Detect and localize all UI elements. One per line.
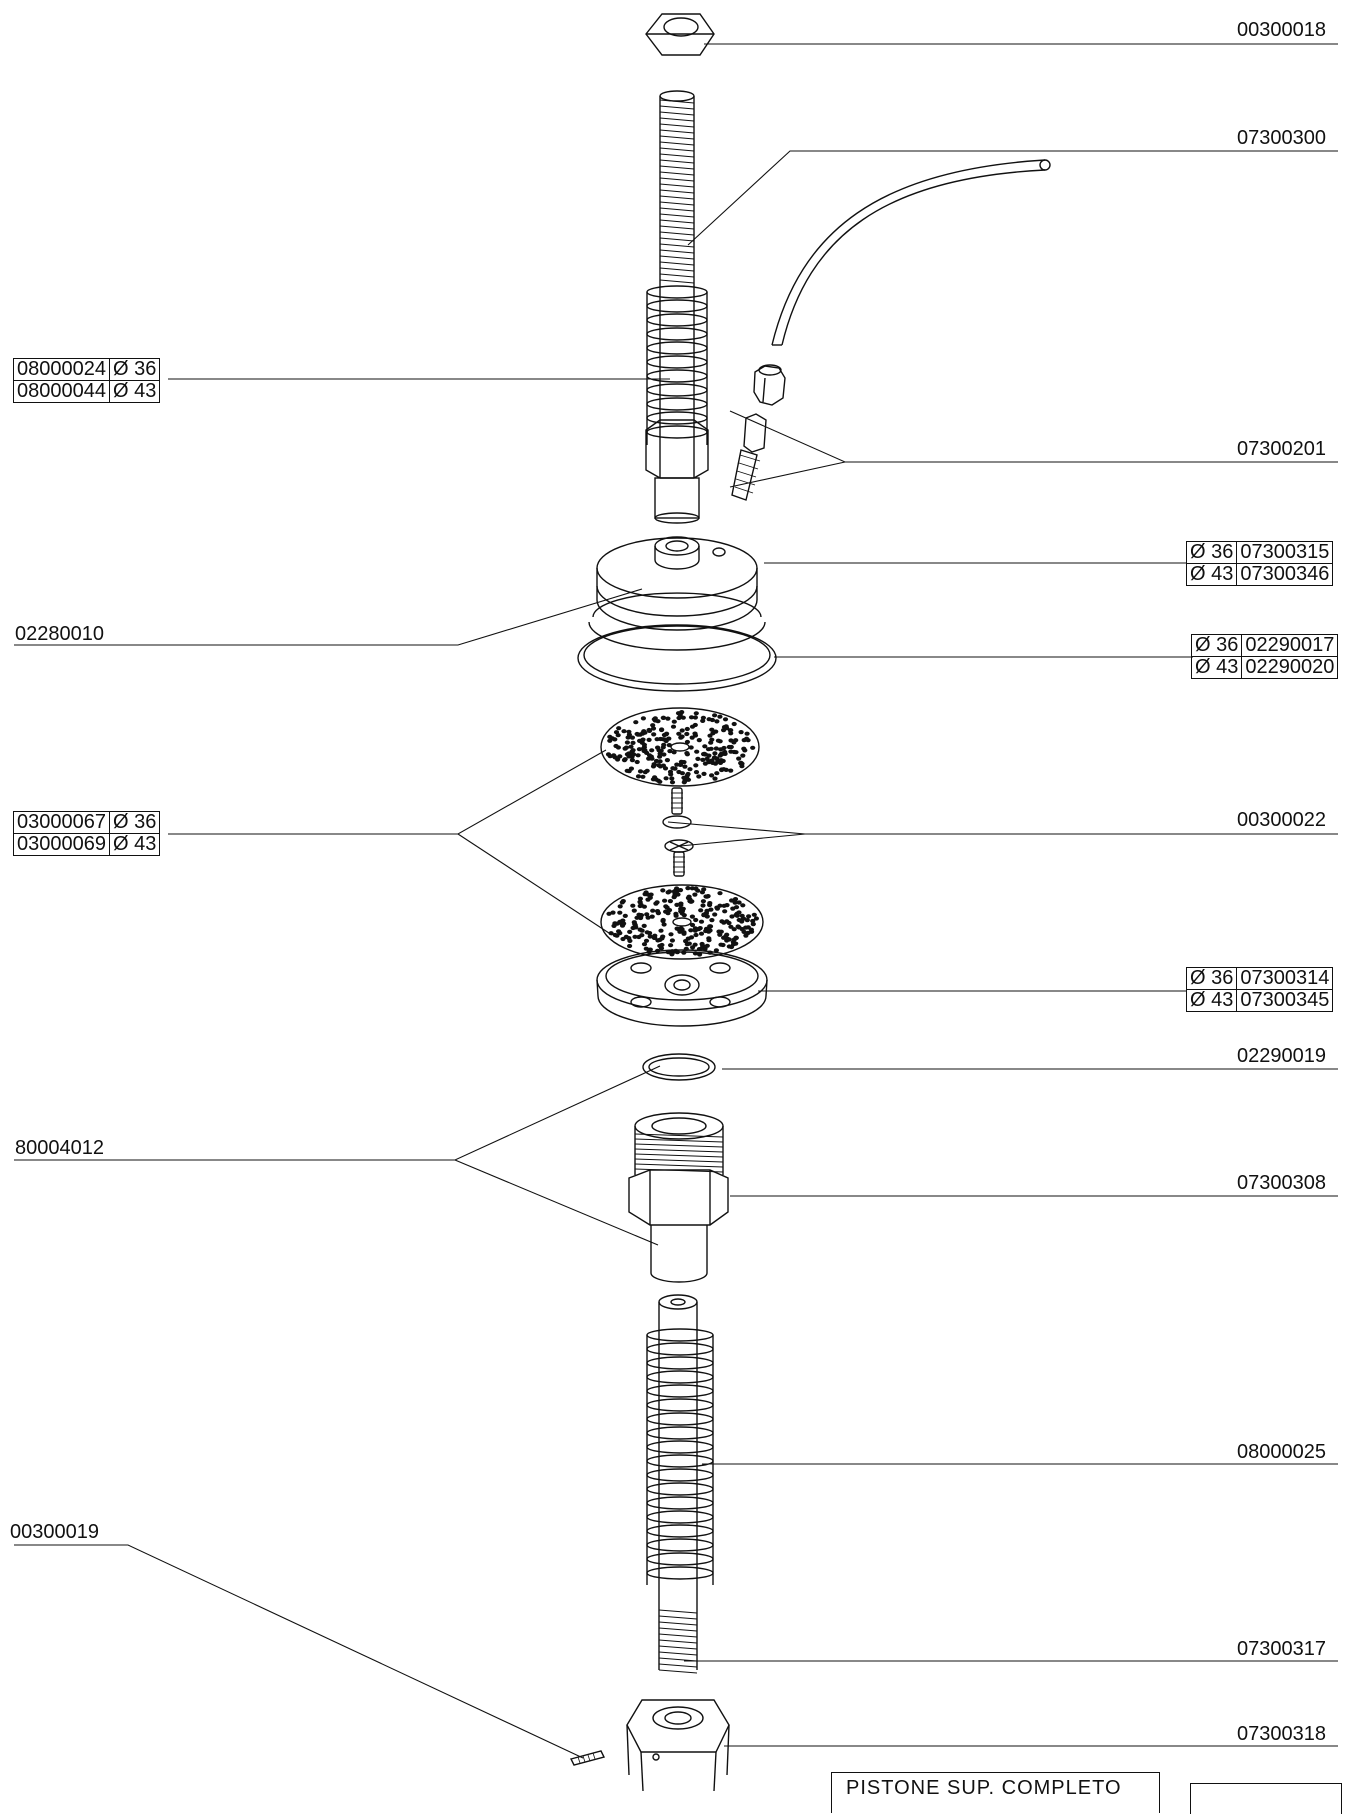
piston-base — [596, 949, 768, 1027]
table-cell: Ø 36 — [108, 358, 161, 381]
label-00300022: 00300022 — [1237, 809, 1326, 831]
table-cell: Ø 43 — [1185, 989, 1238, 1012]
table-cell: Ø 43 — [108, 833, 161, 856]
label-07300201: 07300201 — [1237, 438, 1326, 460]
label-00300018: 00300018 — [1237, 19, 1326, 41]
table-piston-head: Ø 36 07300315 Ø 43 07300346 — [1185, 541, 1334, 586]
screen-disc-lower — [600, 884, 764, 960]
label-08000025: 08000025 — [1237, 1441, 1326, 1463]
table-upper-spring: 08000024 Ø 36 08000044 Ø 43 — [13, 358, 161, 403]
table-cell: Ø 36 — [1185, 541, 1238, 564]
table-cell: 03000067 — [13, 811, 110, 834]
table-cell: Ø 43 — [1190, 656, 1243, 679]
label-07300308: 07300308 — [1237, 1172, 1326, 1194]
table-piston-base: Ø 36 07300314 Ø 43 07300345 — [1185, 967, 1334, 1012]
table-cell: 08000024 — [13, 358, 110, 381]
label-07300300: 07300300 — [1237, 127, 1326, 149]
title-block-text: PISTONE SUP. COMPLETO — [846, 1777, 1122, 1799]
table-row: Ø 36 07300315 — [1185, 541, 1334, 564]
upper-rod — [659, 90, 695, 420]
table-cell: Ø 36 — [108, 811, 161, 834]
lower-rod — [658, 1294, 698, 1674]
table-cell: 07300345 — [1236, 989, 1334, 1012]
screen-disc-upper — [600, 707, 760, 787]
table-cell: 02290017 — [1241, 634, 1339, 657]
label-02280010: 02280010 — [15, 623, 104, 645]
table-cell: 07300314 — [1236, 967, 1334, 990]
label-80004012: 80004012 — [15, 1137, 104, 1159]
table-cell: 07300315 — [1236, 541, 1334, 564]
table-cell: 08000044 — [13, 380, 110, 403]
table-row: 03000067 Ø 36 — [13, 811, 161, 834]
label-02290019: 02290019 — [1237, 1045, 1326, 1067]
threaded-body — [628, 1112, 729, 1283]
table-cell: Ø 36 — [1190, 634, 1243, 657]
hose-fitting — [731, 364, 786, 501]
bottom-nut — [626, 1699, 730, 1791]
lower-spring — [646, 1328, 714, 1585]
label-00300019: 00300019 — [10, 1521, 99, 1543]
table-row: Ø 43 02290020 — [1190, 656, 1339, 679]
table-cell: 03000069 — [13, 833, 110, 856]
table-row: Ø 43 07300345 — [1185, 989, 1334, 1012]
table-cell: 02290020 — [1241, 656, 1339, 679]
table-cell: Ø 36 — [1185, 967, 1238, 990]
screws — [662, 787, 694, 877]
table-screens: 03000067 Ø 36 03000069 Ø 43 — [13, 811, 161, 856]
piston-seal — [577, 592, 777, 692]
title-block: PISTONE SUP. COMPLETO — [831, 1772, 1160, 1813]
hex-sleeve-upper — [645, 419, 709, 524]
upper-spring — [646, 285, 708, 445]
table-row: 03000069 Ø 43 — [13, 833, 161, 856]
label-07300318: 07300318 — [1237, 1723, 1326, 1745]
table-cell: Ø 43 — [108, 380, 161, 403]
table-row: Ø 36 02290017 — [1190, 634, 1339, 657]
table-row: Ø 36 07300314 — [1185, 967, 1334, 990]
table-piston-seal: Ø 36 02290017 Ø 43 02290020 — [1190, 634, 1339, 679]
label-07300317: 07300317 — [1237, 1638, 1326, 1660]
table-cell: Ø 43 — [1185, 563, 1238, 586]
hose — [771, 159, 1051, 346]
hex-nut-top — [645, 13, 715, 56]
pin — [569, 1750, 606, 1766]
piston-head — [596, 536, 758, 631]
table-row: 08000044 Ø 43 — [13, 380, 161, 403]
table-row: Ø 43 07300346 — [1185, 563, 1334, 586]
leader-lines — [14, 43, 1338, 1759]
table-row: 08000024 Ø 36 — [13, 358, 161, 381]
title-block-corner — [1190, 1783, 1342, 1814]
table-cell: 07300346 — [1236, 563, 1334, 586]
o-ring — [642, 1053, 716, 1081]
